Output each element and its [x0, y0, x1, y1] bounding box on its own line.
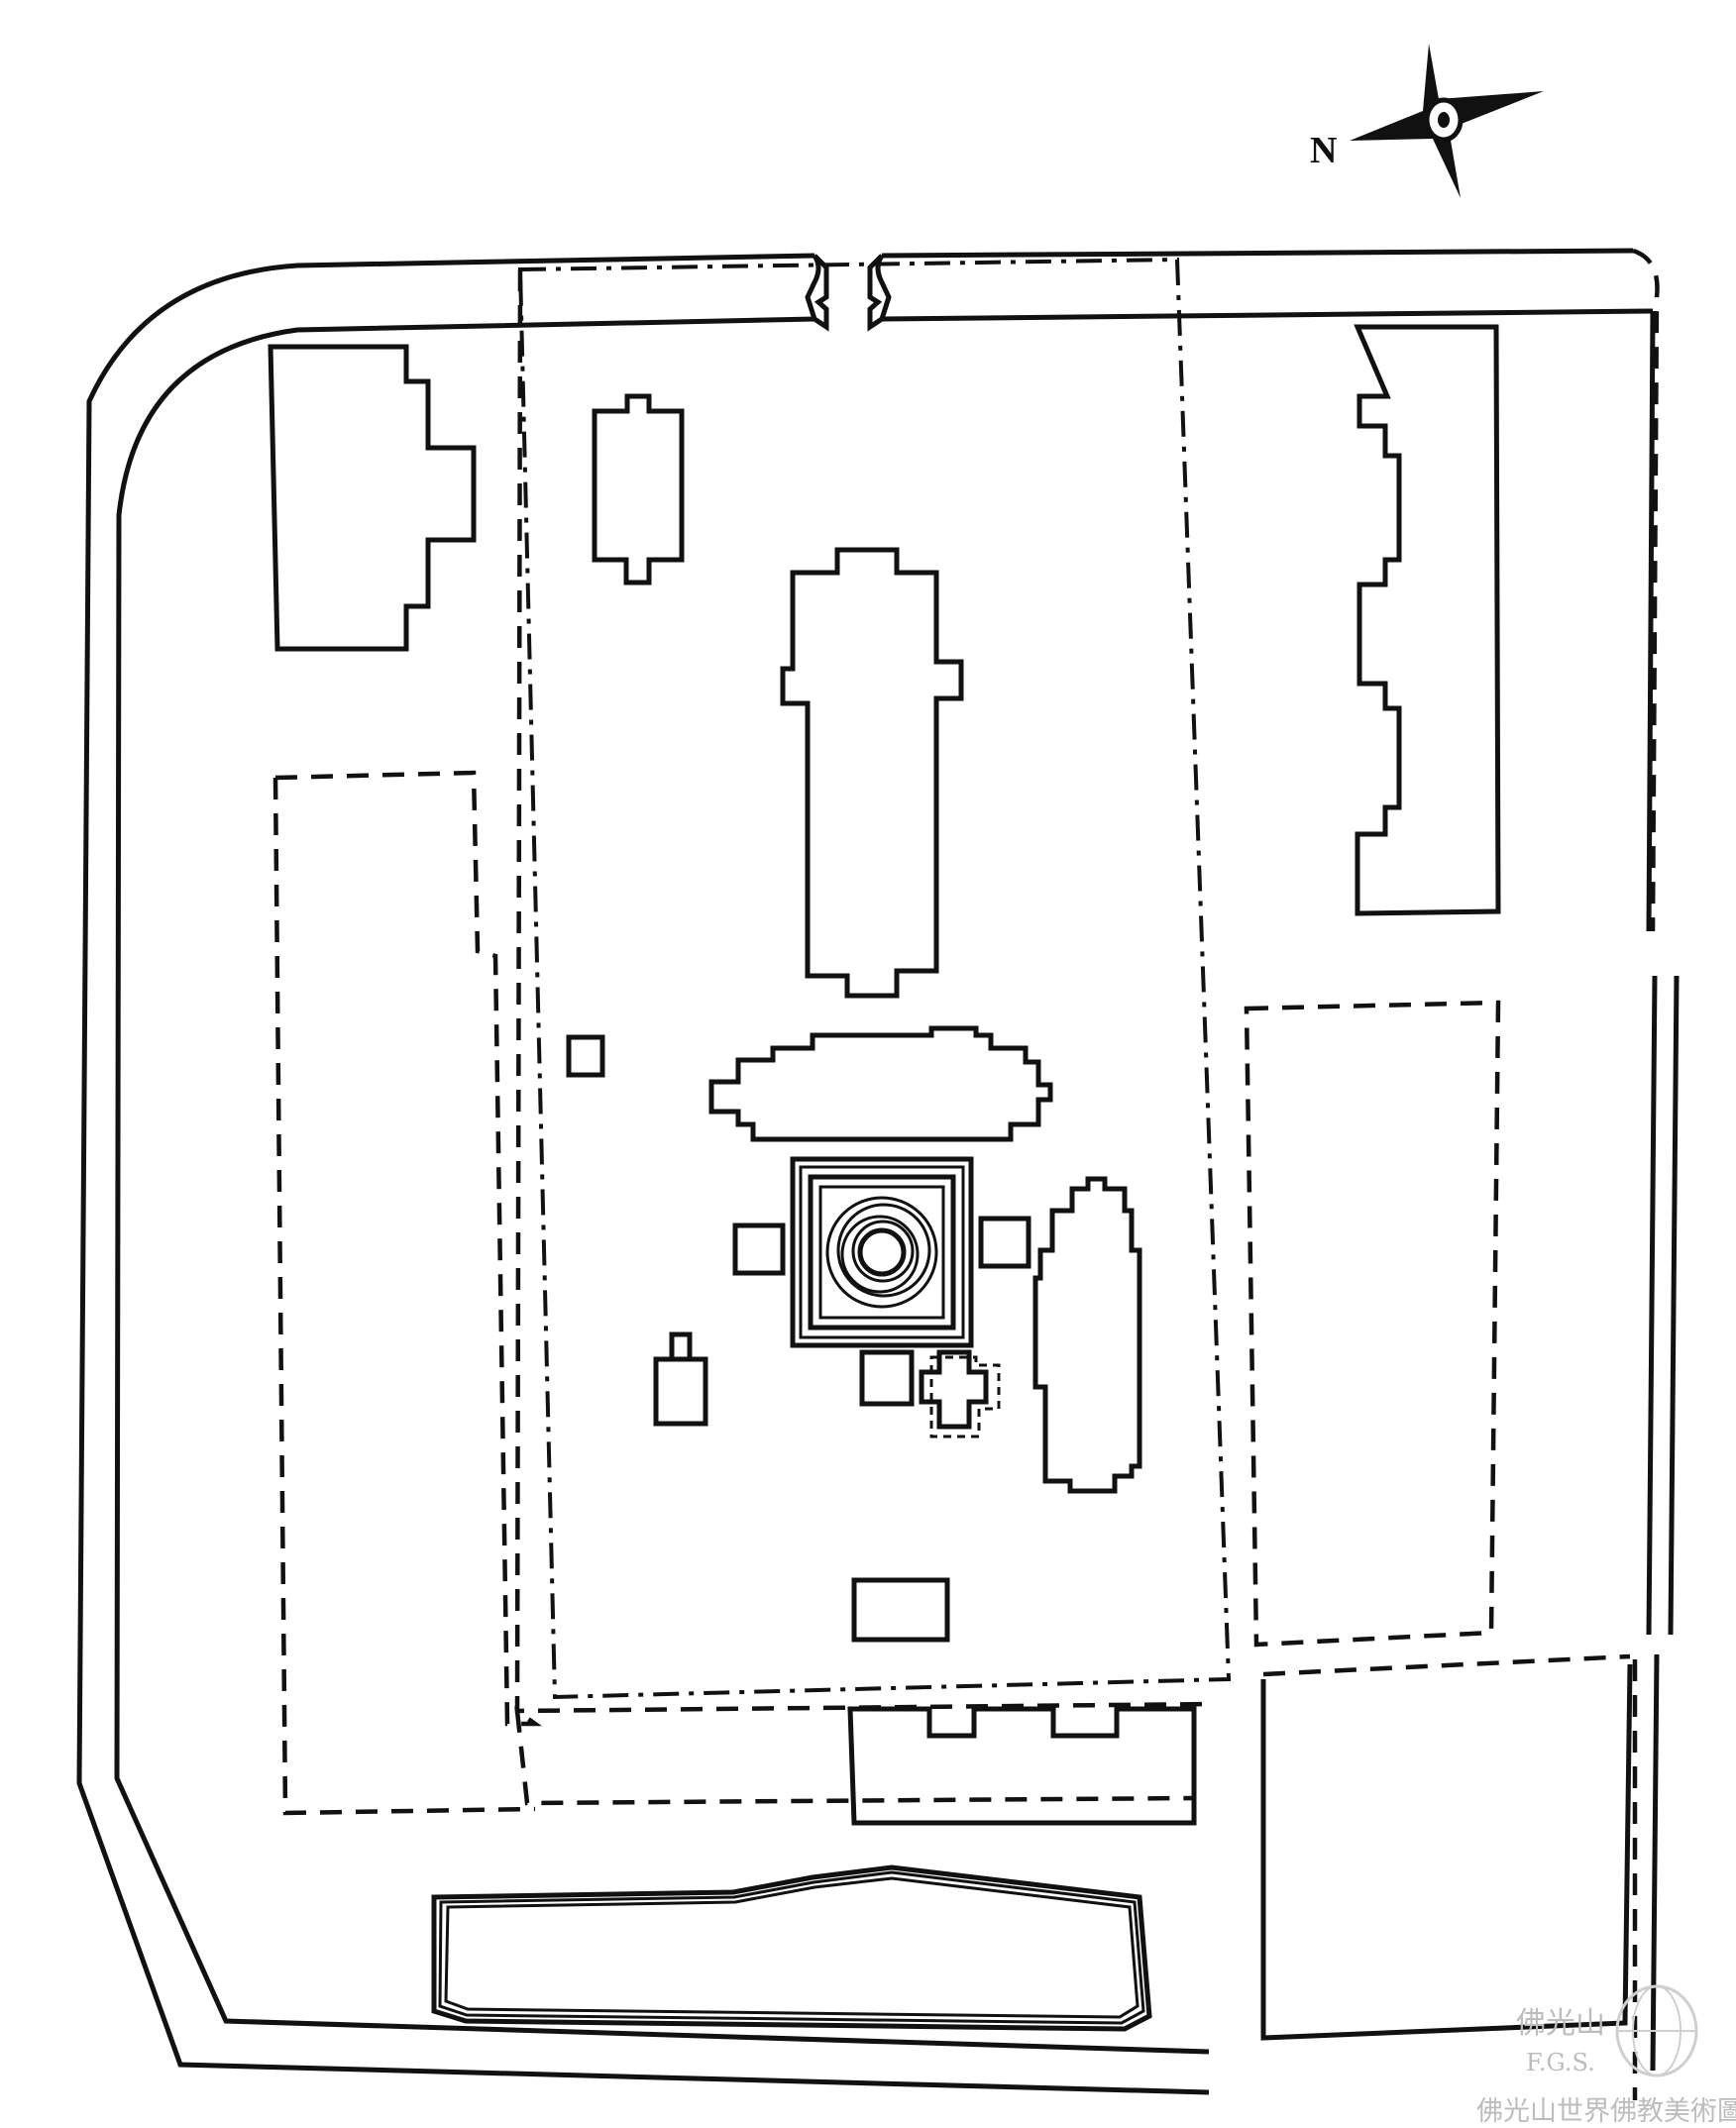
front-hall	[592, 393, 685, 585]
northwest-building	[268, 344, 477, 652]
pond	[431, 1864, 1152, 2032]
watermark-caption: 佛光山世界佛教美術圖說大辭典	[1476, 2096, 1736, 2127]
logo-text: 佛光山	[1516, 2006, 1605, 2041]
west-pavilion	[732, 1223, 786, 1276]
south-small-building	[851, 1577, 950, 1643]
logo-subtext: F.G.S.	[1526, 2049, 1595, 2076]
east-long-hall	[1032, 1176, 1142, 1494]
publisher-logo: 佛光山 F.G.S. 佛光山世界佛教美術圖說大辭典	[1476, 1984, 1736, 2127]
main-gate	[805, 254, 892, 332]
east-compound	[1244, 1000, 1501, 1648]
east-pavilion	[978, 1216, 1031, 1269]
south-shrine-cross	[919, 1349, 1001, 1438]
inner-precinct-boundary	[514, 257, 1232, 1714]
small-shrine-north	[566, 1034, 605, 1078]
pagoda	[790, 1156, 974, 1348]
east-building	[1354, 324, 1501, 916]
north-arrow-icon: N	[1310, 44, 1544, 198]
southeast-compound	[1262, 1653, 1631, 1677]
main-hall	[780, 547, 964, 999]
outer-enclosure-wall	[76, 248, 1680, 2100]
stele	[653, 1331, 708, 1427]
pagoda-front-hall	[708, 1025, 1053, 1142]
south-gate-building	[847, 1706, 1197, 1826]
southeast-wall	[1260, 1663, 1633, 2041]
south-shrine-left	[859, 1349, 915, 1407]
west-compound	[272, 770, 1195, 1816]
north-label: N	[1310, 130, 1337, 171]
